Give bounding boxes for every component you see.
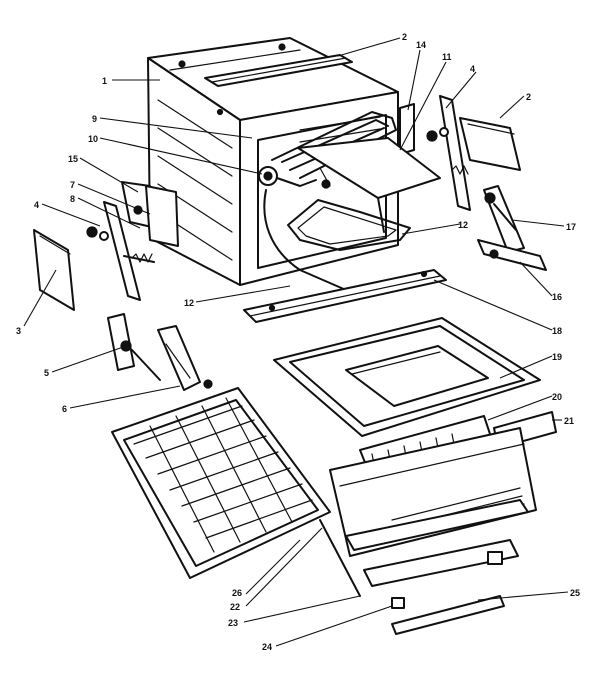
- callout-20: 20: [552, 392, 562, 402]
- callout-3: 3: [16, 326, 21, 336]
- oven-rack: [111, 387, 331, 579]
- oven-sensor: [258, 166, 317, 187]
- callout-19: 19: [552, 352, 562, 362]
- callout-2-top: 2: [402, 32, 407, 42]
- callout-labels: 1 2 2 3 4 4 5 6 7 8 9 10 11 12 12 14 15 …: [16, 32, 580, 652]
- callout-14: 14: [416, 40, 426, 50]
- callout-1: 1: [102, 76, 107, 86]
- callout-25: 25: [570, 588, 580, 598]
- callout-12-right: 12: [458, 220, 468, 230]
- callout-12-left: 12: [184, 298, 194, 308]
- callout-9: 9: [92, 114, 97, 124]
- oven-door: [273, 317, 557, 557]
- callout-10: 10: [88, 134, 98, 144]
- callout-18: 18: [552, 326, 562, 336]
- top-channel: [204, 54, 353, 87]
- right-hinge-assembly: [426, 95, 547, 271]
- leader-lines: [23, 37, 569, 647]
- front-trim-bar: [243, 269, 447, 323]
- callout-16: 16: [552, 292, 562, 302]
- callout-21: 21: [564, 416, 574, 426]
- callout-11: 11: [442, 52, 452, 62]
- callout-6: 6: [62, 404, 67, 414]
- callout-5: 5: [44, 368, 49, 378]
- callout-24: 24: [262, 642, 272, 652]
- callout-26: 26: [232, 588, 242, 598]
- lower-trim-parts: [319, 499, 529, 635]
- oven-bottom-panel: [297, 137, 441, 233]
- callout-2-right: 2: [526, 92, 531, 102]
- callout-8: 8: [70, 194, 75, 204]
- callout-17: 17: [566, 222, 576, 232]
- callout-4-right: 4: [470, 64, 475, 74]
- oven-liner: [147, 37, 399, 286]
- callout-22: 22: [230, 602, 240, 612]
- callout-15: 15: [68, 154, 78, 164]
- left-lower-hinge: [107, 313, 213, 391]
- left-hinge-assembly: [33, 181, 179, 311]
- callout-7: 7: [70, 180, 75, 190]
- callout-4-left: 4: [34, 200, 39, 210]
- callout-23: 23: [228, 618, 238, 628]
